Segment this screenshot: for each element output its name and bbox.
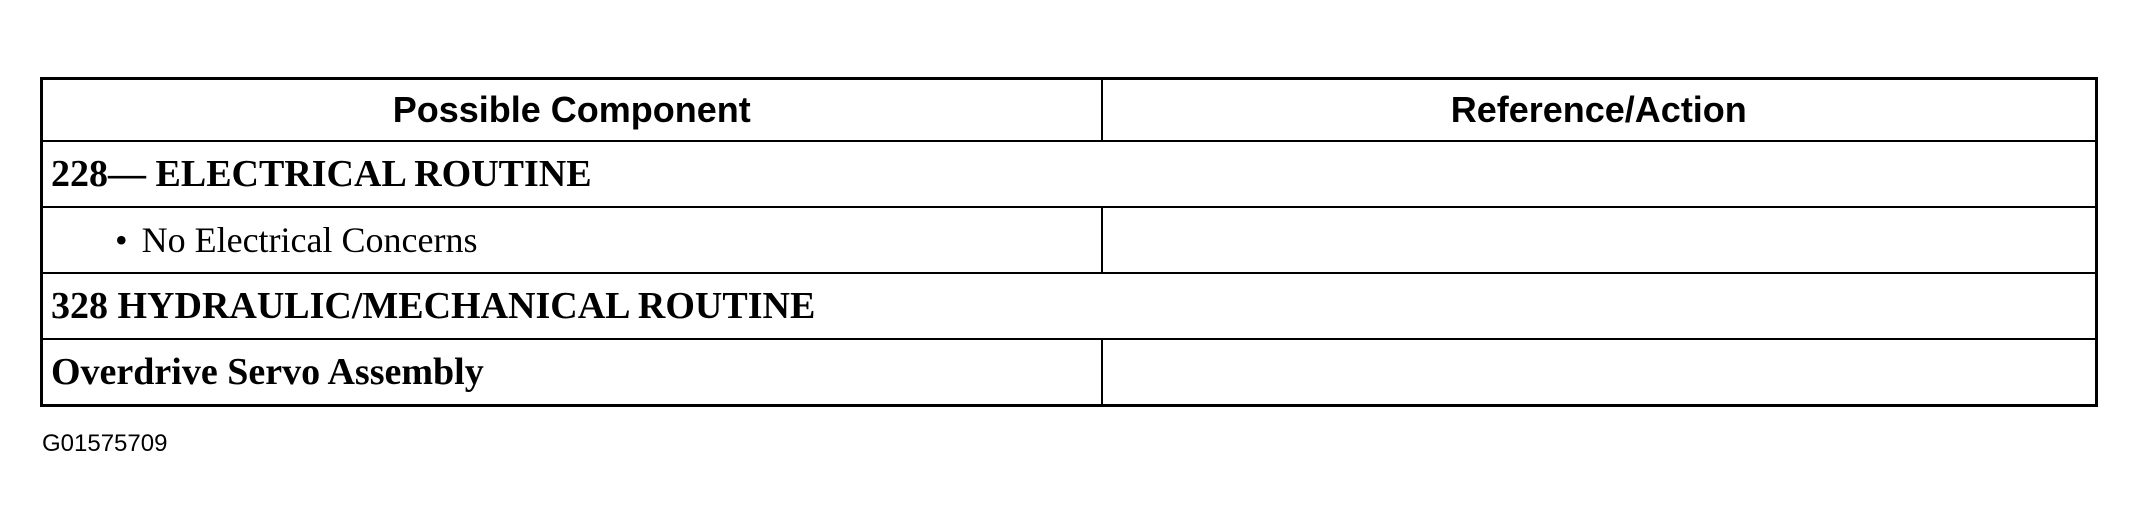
header-possible-component: Possible Component (40, 77, 1103, 142)
section-row-electrical-routine: 228— ELECTRICAL ROUTINE (40, 140, 2098, 208)
diagnostic-reference-table: Possible Component Reference/Action 228—… (40, 77, 2098, 407)
bullet-marker: • (115, 220, 128, 260)
reference-action-cell (1100, 206, 2098, 274)
section-title-hydraulic-mechanical-routine: 328 HYDRAULIC/MECHANICAL ROUTINE (40, 272, 2098, 340)
reference-action-cell (1100, 338, 2098, 407)
section-row-hydraulic-mechanical-routine: 328 HYDRAULIC/MECHANICAL ROUTINE (40, 272, 2098, 340)
table-row: Overdrive Servo Assembly (40, 338, 2098, 407)
table-header-row: Possible Component Reference/Action (40, 77, 2098, 142)
component-overdrive-servo-assembly: Overdrive Servo Assembly (40, 338, 1103, 407)
table-row: • No Electrical Concerns (40, 206, 2098, 274)
component-cell: • No Electrical Concerns (40, 206, 1103, 274)
header-reference-action: Reference/Action (1100, 77, 2098, 142)
figure-id: G01575709 (42, 430, 168, 457)
section-title-electrical-routine: 228— ELECTRICAL ROUTINE (40, 140, 2098, 208)
component-no-electrical-concerns: No Electrical Concerns (141, 220, 478, 260)
